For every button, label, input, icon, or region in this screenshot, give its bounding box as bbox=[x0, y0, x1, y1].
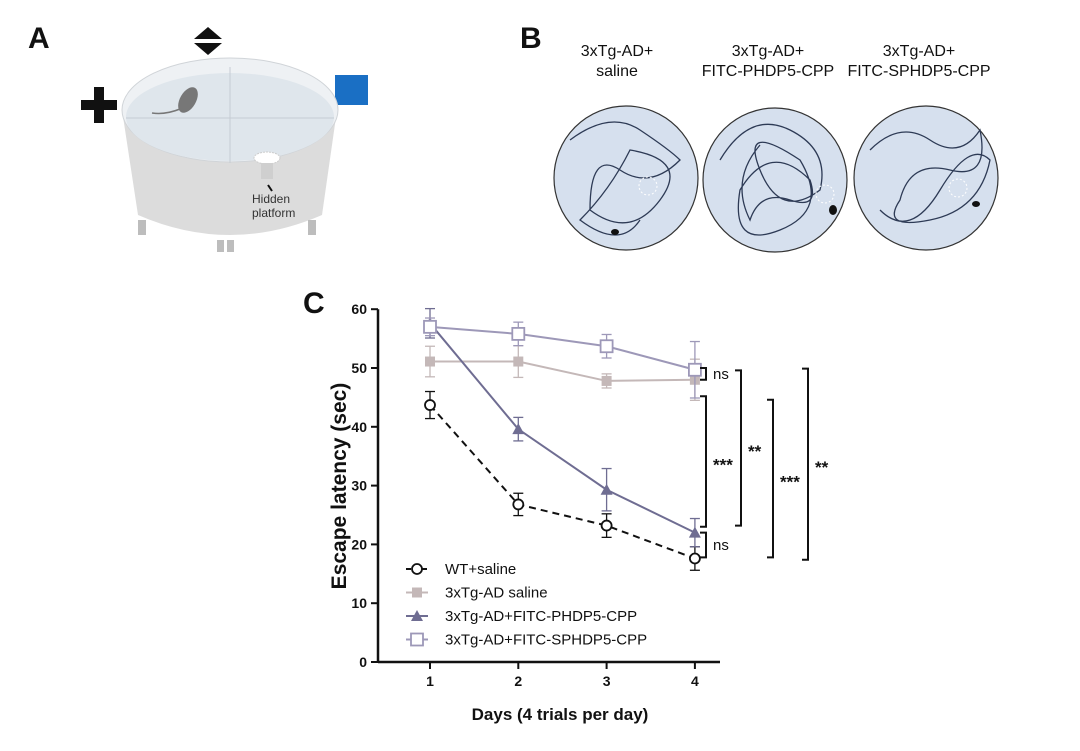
cross-cue-icon bbox=[81, 87, 117, 123]
significance-bracket bbox=[700, 367, 707, 381]
x-tick-label: 4 bbox=[691, 673, 699, 689]
significance-label: ns bbox=[713, 366, 729, 383]
legend-marker bbox=[410, 632, 424, 647]
legend-marker bbox=[411, 610, 423, 621]
y-tick-label: 40 bbox=[351, 419, 367, 435]
significance-label: *** bbox=[713, 455, 733, 474]
swim-path-sphdp5 bbox=[853, 105, 999, 251]
panel-label-b: B bbox=[520, 22, 542, 55]
y-axis-label: Escape latency (sec) bbox=[328, 383, 351, 590]
significance-bracket bbox=[700, 531, 707, 559]
square-cue-icon bbox=[335, 75, 368, 105]
significance-label: ns bbox=[713, 537, 729, 554]
significance-bracket bbox=[700, 395, 707, 528]
series-3xtg-ad-saline bbox=[425, 345, 700, 401]
water-maze-illustration: Hidden platform bbox=[81, 27, 368, 252]
data-point bbox=[512, 423, 525, 435]
significance-label: *** bbox=[780, 473, 800, 492]
data-point bbox=[425, 356, 435, 367]
legend-label: 3xTg-AD saline bbox=[445, 585, 548, 602]
x-tick-label: 2 bbox=[514, 673, 522, 689]
legend-label: 3xTg-AD+FITC-SPHDP5-CPP bbox=[445, 632, 647, 649]
data-point bbox=[599, 339, 614, 354]
data-point bbox=[601, 375, 612, 386]
significance-bracket bbox=[802, 367, 809, 561]
platform-label-1: Hidden bbox=[252, 192, 290, 206]
series-line bbox=[429, 325, 696, 371]
platform-label-2: platform bbox=[252, 206, 295, 220]
legend-marker bbox=[412, 587, 422, 598]
x-tick-label: 1 bbox=[426, 673, 434, 689]
data-point bbox=[511, 326, 526, 341]
data-point bbox=[424, 399, 436, 411]
y-tick-label: 20 bbox=[351, 536, 367, 552]
series-line bbox=[430, 360, 695, 382]
group-title-sphdp5: 3xTg-AD+ FITC-SPHDP5-CPP bbox=[834, 42, 1004, 82]
series-3xtg-ad-fitc-phdp5-cpp bbox=[424, 307, 701, 548]
panel-label-a: A bbox=[28, 22, 50, 55]
data-point bbox=[688, 362, 702, 377]
x-axis-label: Days (4 trials per day) bbox=[472, 705, 649, 724]
significance-label: ** bbox=[815, 458, 829, 477]
x-tick-label: 3 bbox=[603, 673, 611, 689]
mouse-icon bbox=[151, 87, 198, 115]
swim-path-saline bbox=[553, 105, 699, 251]
y-tick-label: 60 bbox=[351, 301, 367, 317]
legend-label: WT+saline bbox=[445, 561, 516, 578]
diamond-cue-icon bbox=[194, 27, 222, 55]
data-point bbox=[513, 356, 524, 367]
group-title-line: FITC-SPHDP5-CPP bbox=[847, 63, 991, 80]
series-wt-saline bbox=[424, 390, 701, 571]
data-point bbox=[512, 498, 525, 511]
series-3xtg-ad-fitc-sphdp5-cpp bbox=[423, 317, 702, 399]
y-tick-label: 30 bbox=[351, 478, 367, 494]
y-tick-label: 50 bbox=[351, 360, 367, 376]
group-title-phdp5: 3xTg-AD+ FITC-PHDP5-CPP bbox=[683, 42, 853, 82]
data-point bbox=[688, 526, 701, 538]
panel-label-c: C bbox=[303, 287, 325, 320]
group-title-line: 3xTg-AD+ bbox=[882, 43, 956, 60]
data-point bbox=[600, 483, 613, 495]
group-title-saline: 3xTg-AD+ saline bbox=[532, 42, 702, 82]
swim-path-phdp5 bbox=[702, 107, 848, 253]
group-title-line: FITC-PHDP5-CPP bbox=[701, 63, 835, 80]
data-point bbox=[600, 519, 613, 532]
legend-item: 3xTg-AD saline bbox=[406, 585, 548, 602]
significance-bracket bbox=[767, 398, 774, 559]
series-line bbox=[429, 322, 696, 534]
significance-label: ** bbox=[748, 442, 762, 461]
legend-label: 3xTg-AD+FITC-PHDP5-CPP bbox=[445, 608, 637, 625]
group-title-line: 3xTg-AD+ bbox=[731, 43, 805, 60]
group-title-line: 3xTg-AD+ bbox=[580, 43, 654, 60]
legend-item: 3xTg-AD+FITC-SPHDP5-CPP bbox=[406, 632, 647, 649]
data-point bbox=[423, 319, 437, 334]
legend-marker bbox=[411, 563, 423, 575]
legend-item: 3xTg-AD+FITC-PHDP5-CPP bbox=[406, 608, 637, 625]
swim-path-panel bbox=[553, 105, 999, 253]
legend-item: WT+saline bbox=[406, 561, 516, 578]
significance-bracket bbox=[735, 369, 742, 527]
y-tick-label: 10 bbox=[351, 595, 367, 611]
y-tick-label: 0 bbox=[359, 654, 367, 670]
group-title-line: saline bbox=[596, 63, 638, 80]
series-line bbox=[429, 404, 696, 560]
data-point bbox=[689, 552, 701, 565]
